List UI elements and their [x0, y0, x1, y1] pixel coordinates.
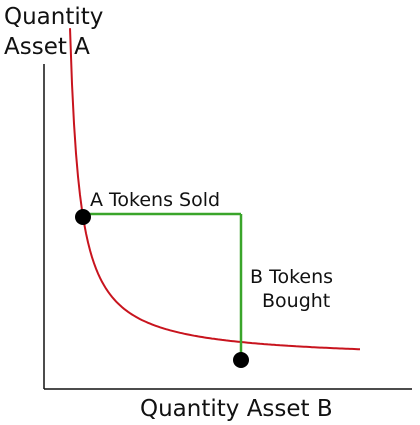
b-tokens-bought-label-line1: B Tokens — [250, 266, 333, 288]
end-point — [233, 352, 249, 368]
y-axis-label-line1: Quantity — [4, 4, 103, 30]
y-axis-label-line2: Asset A — [4, 34, 90, 60]
x-axis-label: Quantity Asset B — [140, 396, 333, 422]
b-tokens-bought-label-line2: Bought — [262, 290, 330, 312]
a-tokens-sold-label: A Tokens Sold — [90, 189, 220, 211]
price-curve — [69, 28, 360, 351]
start-point — [75, 209, 91, 225]
